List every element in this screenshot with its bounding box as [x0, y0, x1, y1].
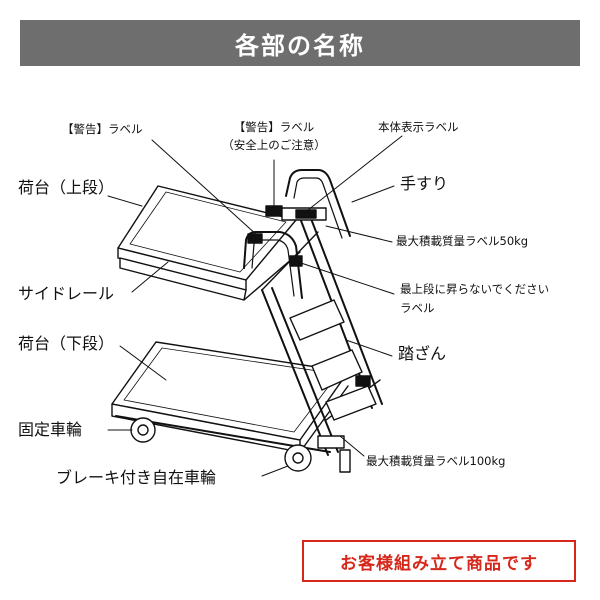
warning-label-2-line1: 【警告】ラベル — [233, 120, 315, 134]
handrail-shape — [285, 169, 351, 239]
warning-label-2-line2: （安全上のご注意） — [222, 137, 326, 152]
tread-shapes — [289, 299, 377, 421]
body-display-label: 本体表示ラベル — [378, 120, 459, 134]
tread-label: 踏ざん — [398, 344, 447, 363]
handrail-label: 手すり — [400, 174, 449, 193]
no-climb-line1: 最上段に昇らないでください — [400, 282, 550, 296]
brake-caster-label: ブレーキ付き自在車輪 — [56, 468, 217, 487]
no-climb-label: 最上段に昇らないでください ラベル — [400, 282, 550, 315]
warning-label-2: 【警告】ラベル （安全上のご注意） — [208, 120, 340, 152]
max-load-100-label: 最大積載質量ラベル100kg — [366, 454, 506, 468]
section-title: 各部の名称 — [235, 31, 365, 60]
warning-label-1: 【警告】ラベル — [62, 122, 143, 136]
max-load-50-label: 最大積載質量ラベル50kg — [396, 234, 529, 248]
lower-deck-label: 荷台（下段） — [18, 334, 115, 353]
wheel-shapes — [130, 417, 351, 473]
fixed-wheel-label: 固定車輪 — [18, 420, 83, 439]
leader-lines — [107, 135, 403, 477]
upper-deck-label: 荷台（上段） — [18, 178, 115, 197]
assembly-required-badge: お客様組み立て商品です — [302, 540, 576, 582]
assembly-required-text: お客様組み立て商品です — [340, 553, 538, 574]
no-climb-line2: ラベル — [400, 300, 435, 315]
side-rail-label: サイドレール — [18, 284, 115, 303]
section-header: 各部の名称 — [20, 20, 580, 66]
